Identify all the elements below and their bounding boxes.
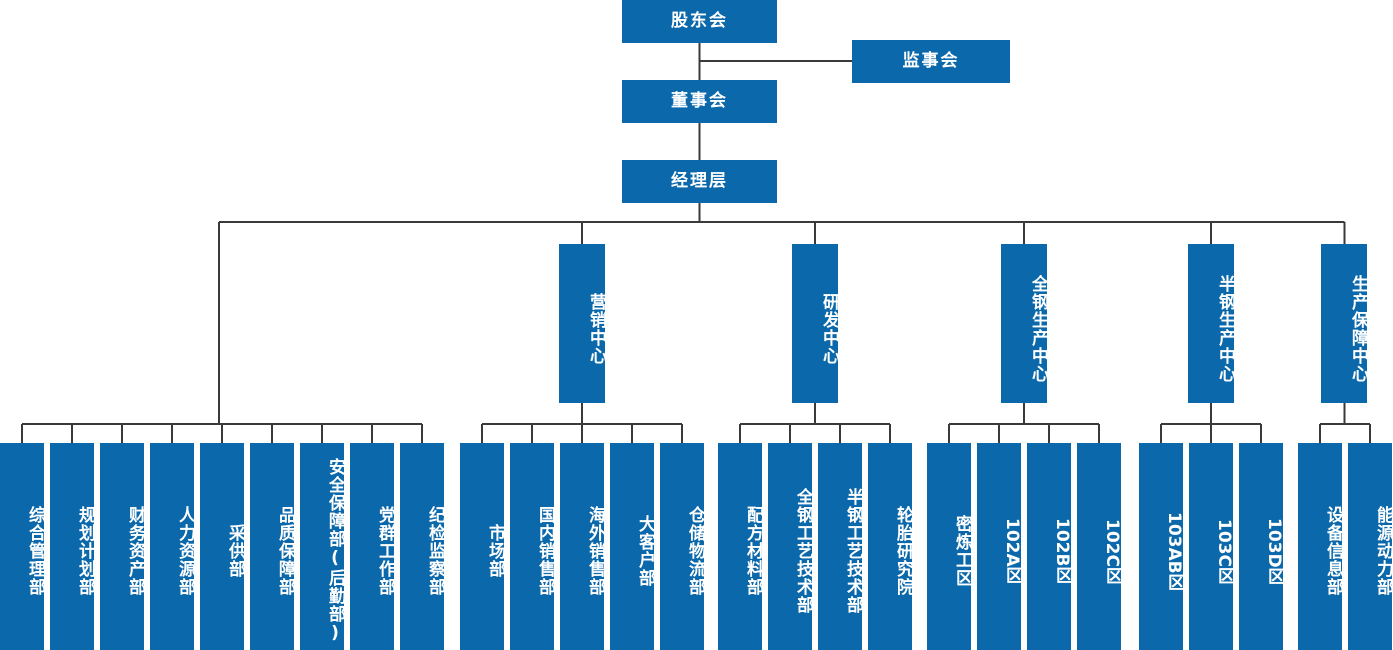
node-label: 仓储物流部 [685, 506, 705, 596]
node-mixing-zone[interactable]: 密炼工区 [927, 443, 972, 650]
node-label: 轮胎研究院 [893, 506, 913, 596]
node-label: 生产保障中心 [1348, 275, 1368, 383]
node-label: 纪检监察部 [425, 506, 445, 596]
node-label: 设备信息部 [1323, 506, 1343, 596]
node-marketing-center[interactable]: 营销中心 [559, 244, 606, 403]
node-energy-power-dept[interactable]: 能源动力部 [1348, 443, 1393, 650]
node-party-affairs-dept[interactable]: 党群工作部 [350, 443, 395, 650]
node-label: 102A区 [1002, 518, 1022, 584]
node-zone-102c[interactable]: 102C区 [1077, 443, 1122, 650]
node-label: 大客户部 [635, 515, 655, 587]
node-semi-steel-process-tech-dept[interactable]: 半钢工艺技术部 [818, 443, 863, 650]
node-warehouse-logistics-dept[interactable]: 仓储物流部 [660, 443, 705, 650]
node-shareholders-meeting[interactable]: 股东会 [622, 0, 777, 43]
node-label: 董事会 [671, 91, 728, 112]
node-label: 营销中心 [586, 293, 606, 365]
node-label: 规划计划部 [75, 506, 95, 596]
node-management-level[interactable]: 经理层 [622, 160, 777, 203]
node-label: 103D区 [1264, 517, 1284, 585]
node-key-accounts-dept[interactable]: 大客户部 [610, 443, 655, 650]
node-zone-102b[interactable]: 102B区 [1027, 443, 1072, 650]
node-procurement-dept[interactable]: 采供部 [200, 443, 245, 650]
node-finance-assets-dept[interactable]: 财务资产部 [100, 443, 145, 650]
node-production-support-center[interactable]: 生产保障中心 [1321, 244, 1368, 403]
node-label: 品质保障部 [275, 506, 295, 596]
node-general-management-dept[interactable]: 综合管理部 [0, 443, 45, 650]
node-label: 人力资源部 [175, 506, 195, 596]
node-board-of-directors[interactable]: 董事会 [622, 80, 777, 123]
node-label: 研发中心 [819, 293, 839, 365]
node-human-resources-dept[interactable]: 人力资源部 [150, 443, 195, 650]
node-discipline-inspection-dept[interactable]: 纪检监察部 [400, 443, 445, 650]
node-label: 103C区 [1214, 518, 1234, 584]
node-quality-assurance-dept[interactable]: 品质保障部 [250, 443, 295, 650]
node-label: 能源动力部 [1373, 506, 1393, 596]
node-label: 安全保障部(后勤部) [325, 458, 345, 644]
node-rd-center[interactable]: 研发中心 [792, 244, 839, 403]
node-label: 股东会 [671, 11, 728, 32]
node-zone-103c[interactable]: 103C区 [1189, 443, 1234, 650]
node-label: 海外销售部 [585, 506, 605, 596]
node-label: 半钢工艺技术部 [843, 488, 863, 614]
node-label: 全钢生产中心 [1028, 275, 1048, 383]
node-formula-materials-dept[interactable]: 配方材料部 [718, 443, 763, 650]
node-label: 国内销售部 [535, 506, 555, 596]
node-safety-logistics-dept[interactable]: 安全保障部(后勤部) [300, 443, 345, 650]
node-zone-102a[interactable]: 102A区 [977, 443, 1022, 650]
node-label: 综合管理部 [25, 506, 45, 596]
node-label: 102C区 [1102, 518, 1122, 584]
node-label: 市场部 [485, 524, 505, 578]
node-tire-research-institute[interactable]: 轮胎研究院 [868, 443, 913, 650]
node-equipment-information-dept[interactable]: 设备信息部 [1298, 443, 1343, 650]
node-label: 财务资产部 [125, 506, 145, 596]
node-market-dept[interactable]: 市场部 [460, 443, 505, 650]
node-all-steel-process-tech-dept[interactable]: 全钢工艺技术部 [768, 443, 813, 650]
node-label: 党群工作部 [375, 506, 395, 596]
node-planning-dept[interactable]: 规划计划部 [50, 443, 95, 650]
node-label: 103AB区 [1164, 511, 1184, 591]
node-label: 102B区 [1052, 518, 1072, 584]
node-zone-103ab[interactable]: 103AB区 [1139, 443, 1184, 650]
node-all-steel-production-center[interactable]: 全钢生产中心 [1001, 244, 1048, 403]
node-label: 半钢生产中心 [1215, 275, 1235, 383]
node-label: 监事会 [902, 51, 960, 72]
node-label: 全钢工艺技术部 [793, 488, 813, 614]
node-label: 经理层 [671, 171, 728, 192]
node-label: 配方材料部 [743, 506, 763, 596]
node-label: 密炼工区 [952, 515, 972, 587]
node-board-of-supervisors[interactable]: 监事会 [852, 40, 1010, 83]
node-label: 采供部 [225, 524, 245, 578]
node-zone-103d[interactable]: 103D区 [1239, 443, 1284, 650]
node-overseas-sales-dept[interactable]: 海外销售部 [560, 443, 605, 650]
node-semi-steel-production-center[interactable]: 半钢生产中心 [1188, 244, 1235, 403]
node-domestic-sales-dept[interactable]: 国内销售部 [510, 443, 555, 650]
